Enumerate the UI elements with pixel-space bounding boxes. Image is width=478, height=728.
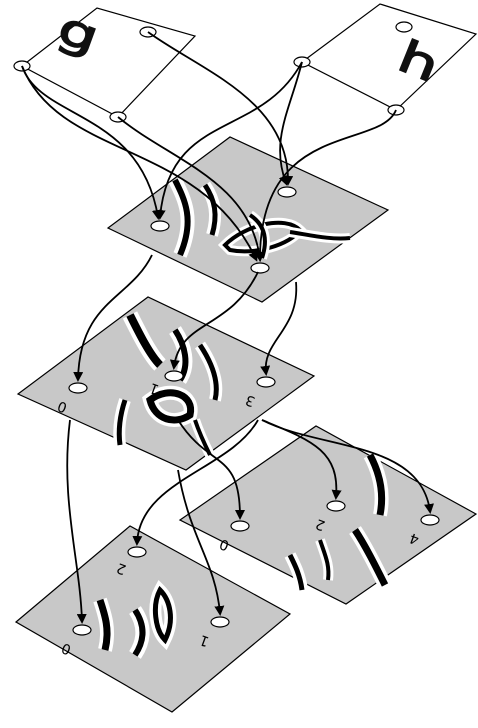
input-plane-g-face bbox=[22, 8, 195, 117]
input-plane-g: g bbox=[14, 1, 195, 122]
port-l4r-0 bbox=[231, 521, 249, 531]
port-l4l-1 bbox=[211, 617, 229, 627]
port-l4l-2 bbox=[128, 547, 146, 557]
port-l3-0 bbox=[69, 383, 87, 393]
port-l4l-0 bbox=[73, 625, 91, 635]
input-plane-h-face bbox=[302, 4, 476, 110]
port-l3-1 bbox=[165, 371, 183, 381]
port-l4r-4 bbox=[421, 515, 439, 525]
port-l2-b bbox=[278, 187, 296, 197]
port-l4r-2 bbox=[327, 501, 345, 511]
port-l2-c bbox=[251, 263, 269, 273]
port-l2-a bbox=[151, 221, 169, 231]
layer-3-plane: 0 1 3 bbox=[18, 297, 314, 470]
input-plane-h: h bbox=[294, 4, 476, 115]
port-l3-3 bbox=[257, 377, 275, 387]
port-h-top bbox=[396, 22, 412, 32]
